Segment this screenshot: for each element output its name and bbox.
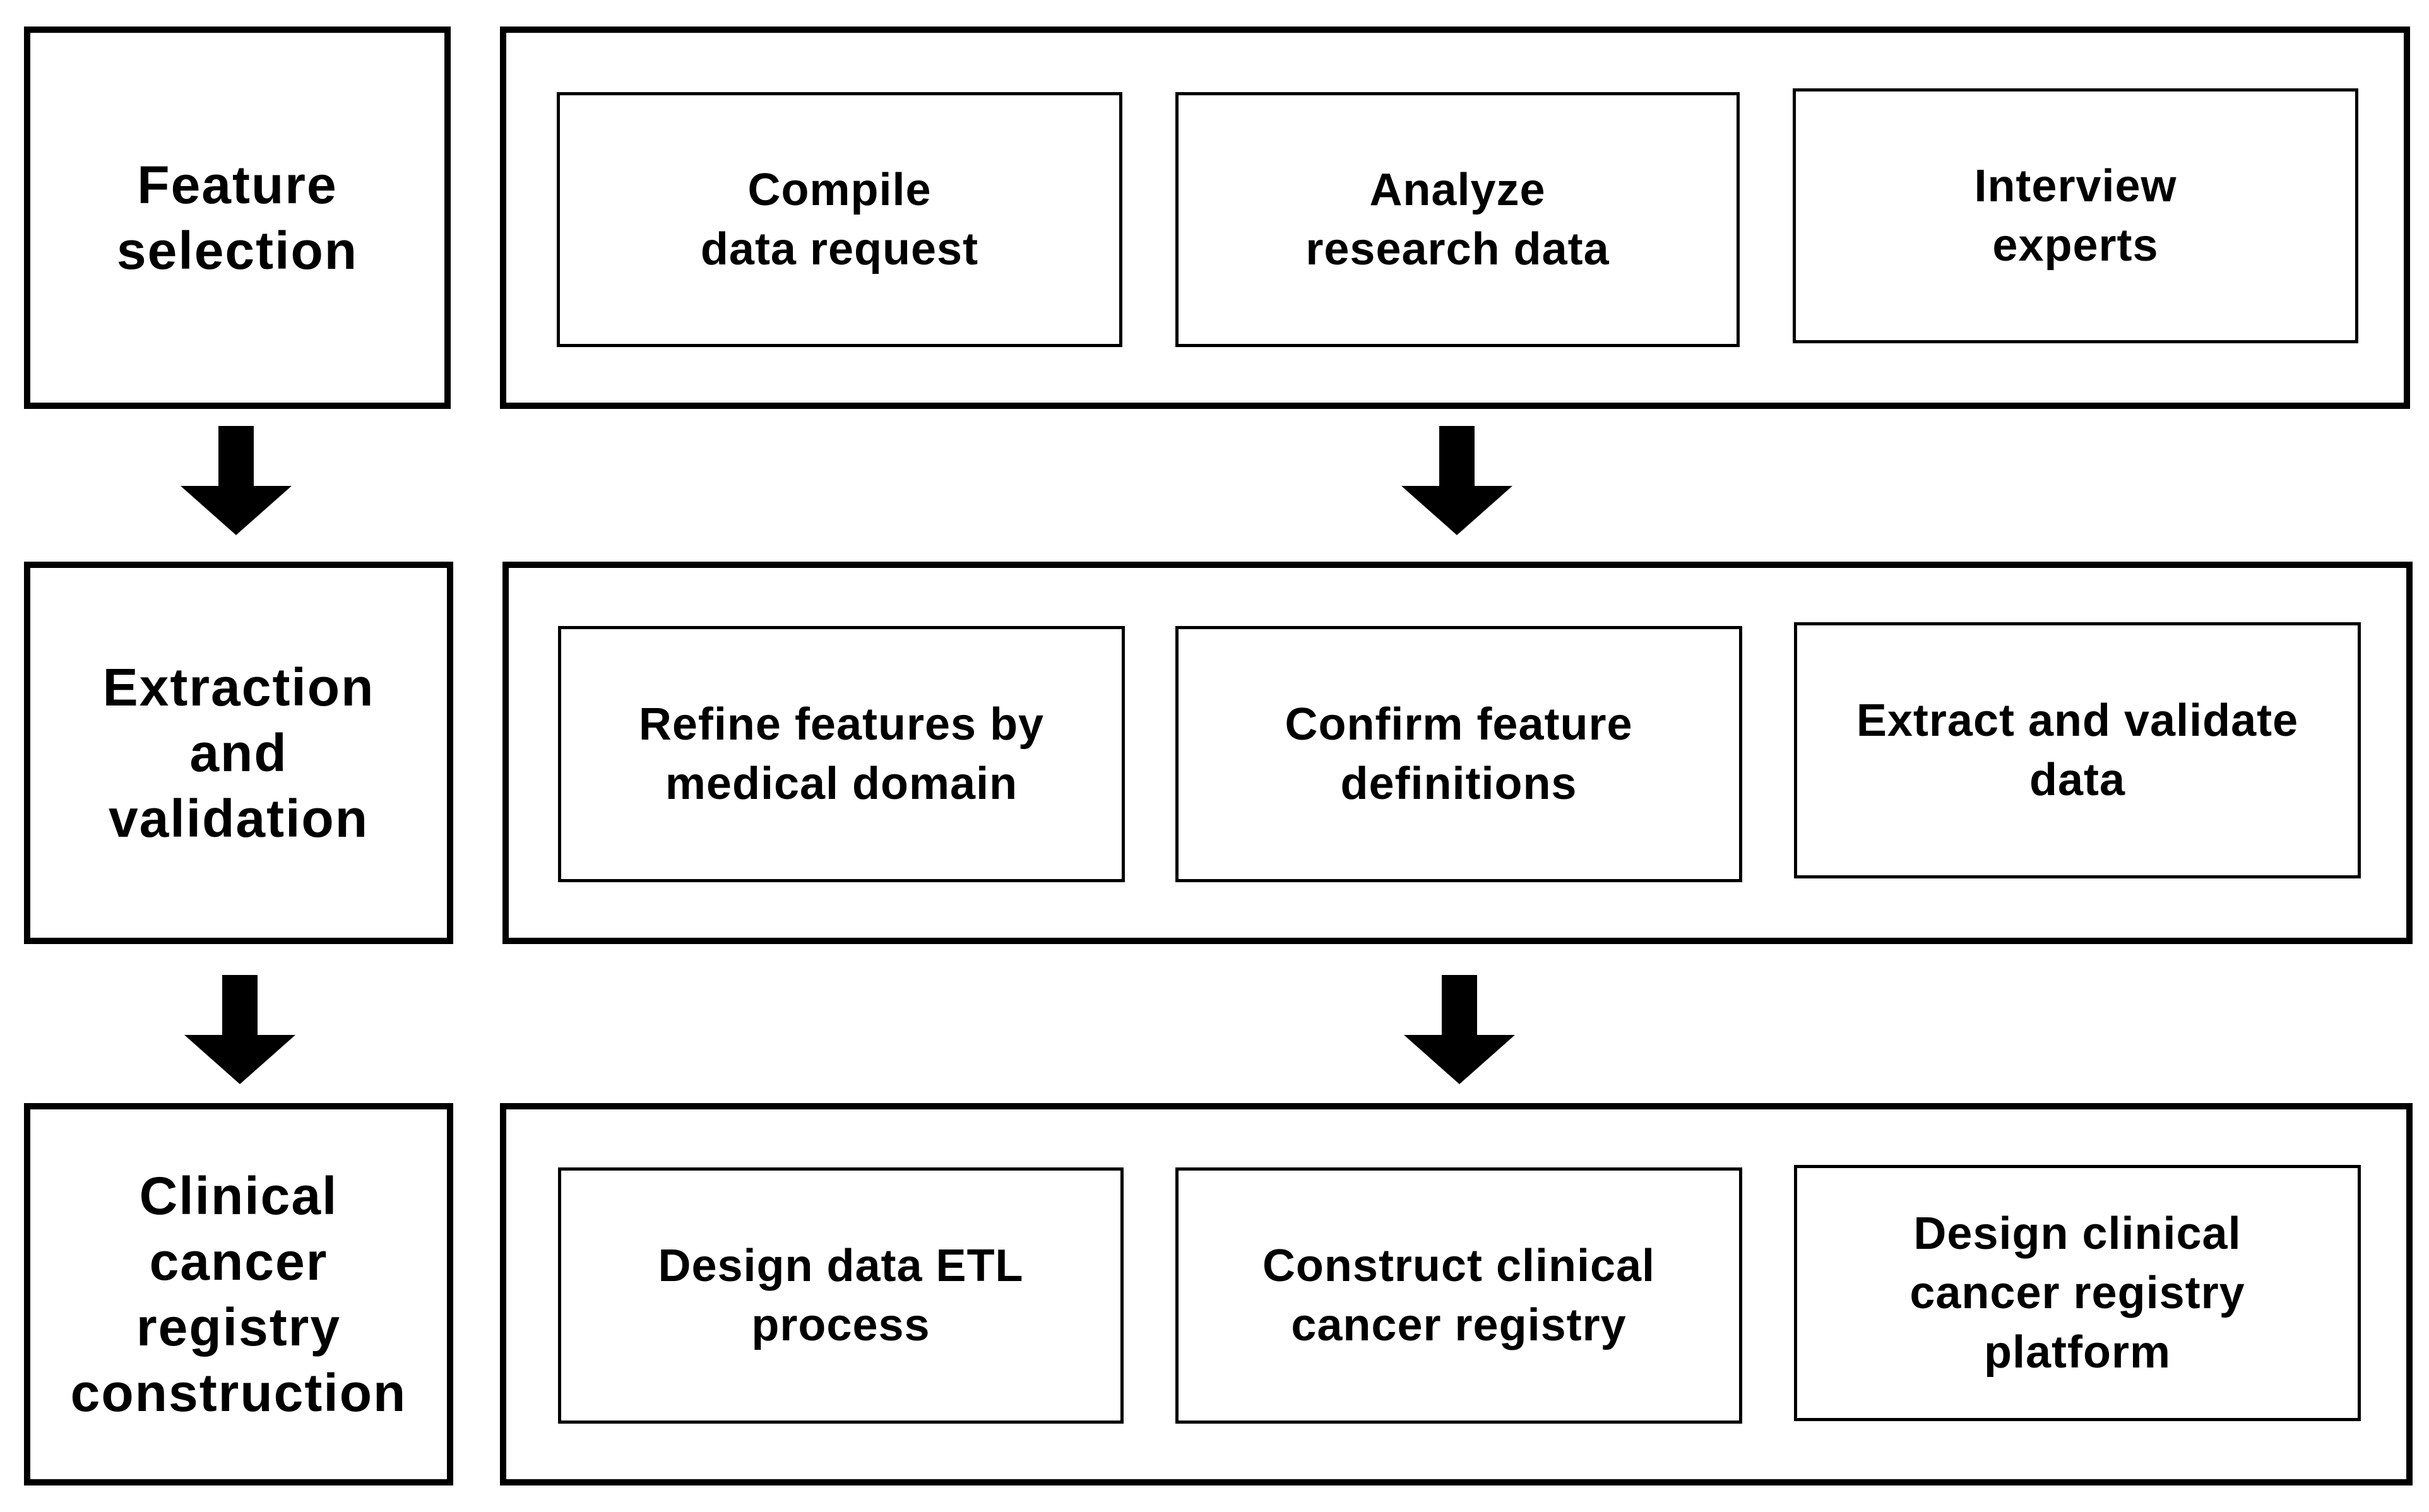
step-design-registry-platform: Design clinical cancer registry platform [1794, 1165, 2361, 1421]
step-label: Design clinical cancer registry platform [1909, 1208, 2245, 1378]
step-label: Construct clinical cancer registry [1262, 1241, 1656, 1350]
step-compile-data-request: Compile data request [557, 92, 1122, 347]
step-extract-validate-data: Extract and validate data [1794, 622, 2361, 878]
step-interview-experts: Interview experts [1793, 88, 2358, 343]
stage-label-extraction-validation: Extraction and validation [102, 658, 375, 848]
down-arrow-icon [184, 975, 295, 1084]
down-arrow-icon [1404, 975, 1515, 1084]
step-construct-registry: Construct clinical cancer registry [1175, 1167, 1742, 1424]
down-arrow-icon [181, 426, 292, 535]
stage-box-feature-selection: Feature selection [24, 27, 451, 409]
stage-box-extraction-validation: Extraction and validation [24, 562, 453, 944]
step-refine-features: Refine features by medical domain [558, 626, 1125, 882]
step-label: Analyze research data [1305, 165, 1610, 275]
stage-box-registry-construction: Clinical cancer registry construction [24, 1103, 453, 1485]
step-label: Refine features by medical domain [638, 699, 1045, 809]
step-analyze-research-data: Analyze research data [1175, 92, 1740, 347]
stage-label-feature-selection: Feature selection [116, 155, 359, 280]
step-label: Extract and validate data [1856, 695, 2299, 805]
step-label: Interview experts [1974, 161, 2177, 271]
step-label: Confirm feature definitions [1285, 699, 1633, 809]
step-label: Compile data request [700, 165, 979, 275]
step-label: Design data ETL process [658, 1241, 1024, 1350]
step-confirm-feature-definitions: Confirm feature definitions [1175, 626, 1742, 882]
stage-label-registry-construction: Clinical cancer registry construction [70, 1166, 407, 1422]
step-design-data-etl: Design data ETL process [558, 1167, 1124, 1424]
down-arrow-icon [1401, 426, 1512, 535]
